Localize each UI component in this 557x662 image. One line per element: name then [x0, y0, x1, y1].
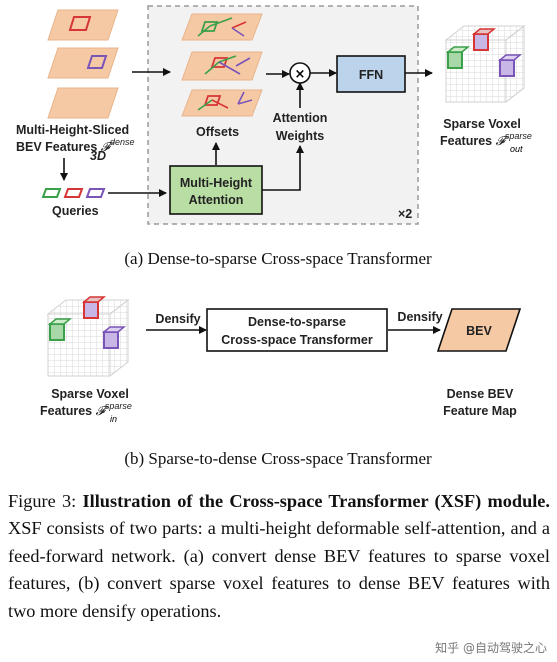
queries-label: Queries: [52, 204, 99, 218]
repeat-label: ×2: [398, 207, 412, 221]
red-query-ref: [68, 16, 92, 31]
figure-caption-body: XSF consists of two parts: a multi-heigh…: [8, 518, 550, 621]
b-input-label-line2: Features 𝓕sparse: [40, 401, 132, 418]
figure-caption-prefix: Figure 3:: [8, 491, 83, 511]
input-voxel-grid: [46, 296, 130, 378]
attention-weights-line1: Attention: [273, 111, 328, 125]
offsets-label: Offsets: [196, 125, 239, 139]
input-math-sup: dense: [110, 137, 135, 147]
multiply-symbol: ×: [295, 67, 306, 82]
input-label-line1: Multi-Height-Sliced: [16, 123, 129, 137]
transformer-line1: Dense-to-sparse: [248, 315, 346, 329]
purple-query-ref: [86, 55, 108, 69]
offsets-planes: [181, 13, 263, 117]
densify-label-1: Densify: [155, 312, 200, 326]
bev-label: BEV: [466, 324, 492, 338]
attention-weights-line2: Weights: [276, 129, 324, 143]
densify-label-2: Densify: [397, 310, 442, 324]
b-input-label-text: Features: [40, 404, 96, 418]
input-label-line2: BEV Features 𝓕dense: [16, 137, 135, 154]
bev-planes-stack: [47, 9, 119, 119]
output-label-text: Features: [440, 134, 496, 148]
output-label-line1: Sparse Voxel: [443, 117, 521, 131]
b-output-label-line1: Dense BEV: [447, 387, 514, 401]
ffn-label: FFN: [359, 68, 383, 82]
input-math-sub: 3D: [90, 149, 106, 163]
figure-caption: Figure 3: Illustration of the Cross-spac…: [8, 488, 550, 625]
b-output-label-line2: Feature Map: [443, 404, 517, 418]
transformer-line2: Cross-space Transformer: [221, 333, 373, 347]
attention-box-line2: Attention: [189, 193, 244, 207]
input-label-text: BEV Features: [16, 140, 101, 154]
caption-a: (a) Dense-to-sparse Cross-space Transfor…: [124, 249, 432, 268]
output-math-sub: out: [510, 144, 523, 154]
b-input-math-sub: in: [110, 414, 117, 424]
figure-diagram: ×2 Multi-Height-Sliced BEV Features 𝓕den…: [16, 5, 532, 468]
arrow-attention-to-weights: [262, 145, 304, 191]
queries-icons: [41, 188, 106, 198]
figure-caption-bold: Illustration of the Cross-space Transfor…: [82, 491, 550, 511]
dense-to-sparse-transformer-box: [206, 308, 388, 352]
output-math-sup: sparse: [505, 131, 532, 141]
b-input-math-sup: sparse: [105, 401, 132, 411]
output-voxel-grid: [444, 24, 526, 104]
watermark: 知乎 @自动驾驶之心: [435, 641, 547, 655]
b-input-label-line1: Sparse Voxel: [51, 387, 129, 401]
attention-box-line1: Multi-Height: [180, 176, 253, 190]
bev-output-shape: [436, 308, 522, 352]
caption-b: (b) Sparse-to-dense Cross-space Transfor…: [124, 449, 432, 468]
ffn-box: [336, 55, 406, 93]
